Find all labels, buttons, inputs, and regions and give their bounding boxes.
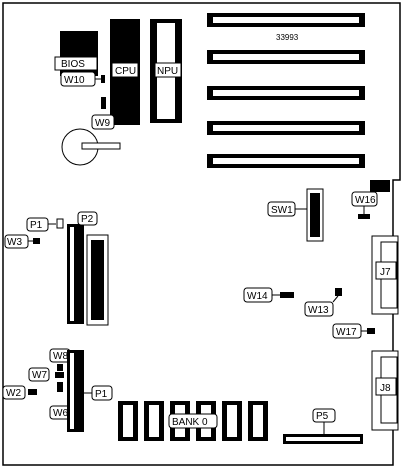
expansion-slot bbox=[207, 121, 365, 135]
w10-label: W10 bbox=[64, 75, 85, 86]
w9-label: W9 bbox=[95, 118, 110, 129]
w9-jumper bbox=[91, 97, 115, 130]
w16-label: W16 bbox=[355, 195, 376, 206]
w17-jumper bbox=[332, 323, 375, 339]
w14-jumper bbox=[243, 287, 294, 303]
p2-label: P2 bbox=[81, 214, 94, 225]
p5-header bbox=[283, 408, 363, 444]
pin-bank bbox=[86, 234, 109, 326]
bios-chip bbox=[54, 31, 98, 76]
j7-connector bbox=[371, 235, 399, 315]
bios-label: BIOS bbox=[61, 59, 85, 70]
expansion-slot bbox=[207, 154, 365, 168]
w6-label: W6 bbox=[53, 408, 68, 419]
w16-jumper bbox=[351, 180, 390, 219]
w14-label: W14 bbox=[247, 291, 268, 302]
w13-jumper bbox=[304, 288, 342, 317]
w10-jumper bbox=[60, 71, 105, 87]
w2-jumper bbox=[2, 385, 37, 400]
bank0-label: BANK 0 bbox=[172, 417, 208, 428]
w3-label: W3 bbox=[7, 237, 22, 248]
expansion-slot bbox=[207, 13, 365, 27]
j7-label: J7 bbox=[380, 267, 391, 278]
expansion-slot bbox=[207, 50, 365, 64]
sw1-dip-switch bbox=[267, 188, 324, 242]
npu-socket bbox=[150, 19, 182, 123]
w17-label: W17 bbox=[336, 327, 357, 338]
cpu-label: CPU bbox=[115, 66, 136, 77]
p1-top-label: P1 bbox=[30, 220, 43, 231]
w7-label: W7 bbox=[32, 370, 47, 381]
j8-connector bbox=[371, 350, 399, 431]
npu-label: NPU bbox=[157, 66, 178, 77]
w2-label: W2 bbox=[6, 388, 21, 399]
w6-jumper bbox=[49, 382, 71, 420]
expansion-slot bbox=[207, 86, 365, 100]
p1-connector-top bbox=[26, 217, 64, 232]
battery bbox=[61, 128, 121, 166]
p2-header bbox=[67, 211, 98, 324]
j8-label: J8 bbox=[380, 383, 391, 394]
w3-jumper bbox=[4, 234, 40, 249]
p1-bottom-label: P1 bbox=[95, 389, 108, 400]
expansion-slots bbox=[207, 13, 365, 168]
w7-jumper bbox=[28, 367, 64, 382]
p1-connector-bottom bbox=[67, 350, 113, 432]
w8-label: W8 bbox=[53, 351, 68, 362]
p5-label: P5 bbox=[316, 411, 329, 422]
part-number-label: 33993 bbox=[276, 33, 299, 42]
memory-bank-0 bbox=[118, 401, 268, 441]
cpu-chip bbox=[110, 19, 140, 125]
sw1-label: SW1 bbox=[271, 205, 293, 216]
w13-label: W13 bbox=[308, 305, 329, 316]
